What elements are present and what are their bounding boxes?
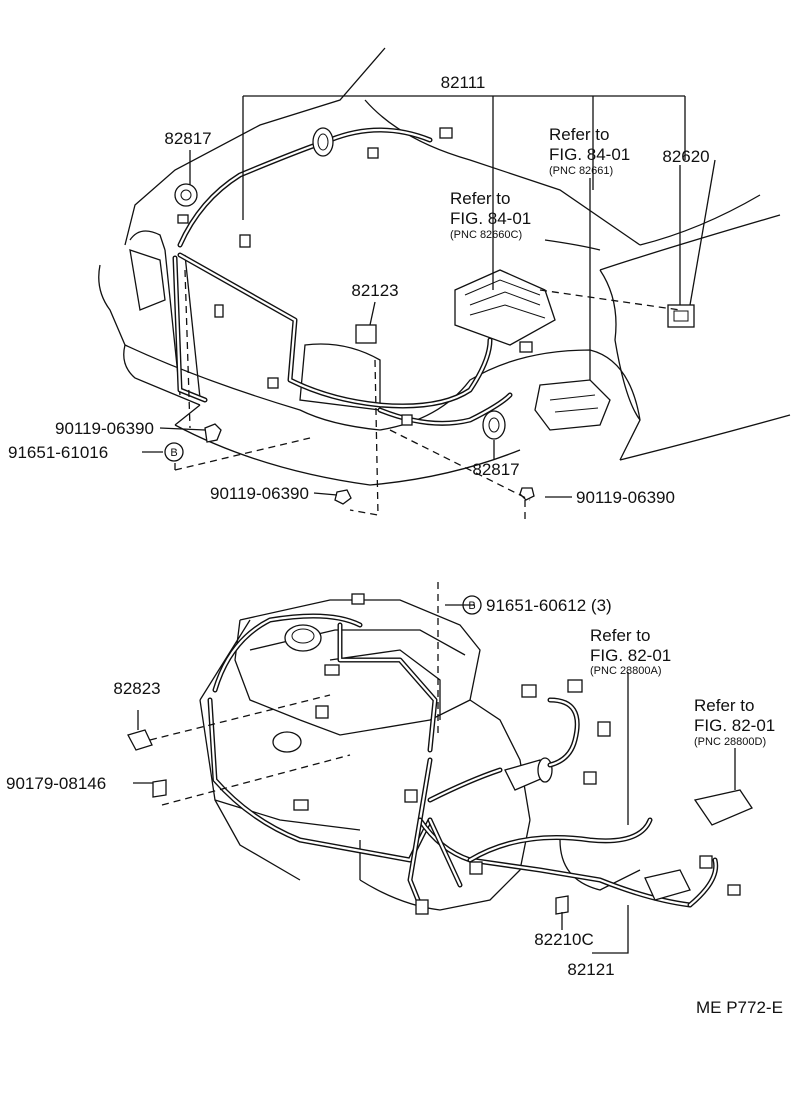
top-leaders [142, 95, 716, 520]
svg-text:(PNC 82661): (PNC 82661) [549, 165, 613, 177]
ref-note-84-01-82660c: Refer to FIG. 84-01 (PNC 82660C) [450, 189, 531, 241]
label-90179: 90179-08146 [6, 774, 106, 793]
svg-text:Refer to: Refer to [549, 125, 609, 144]
ref-note-84-01-82661: Refer to FIG. 84-01 (PNC 82661) [549, 125, 630, 177]
svg-text:Refer to: Refer to [590, 626, 650, 645]
svg-text:Refer to: Refer to [450, 189, 510, 208]
marker-b-text-bottom: B [468, 600, 475, 612]
svg-text:(PNC 28800A): (PNC 28800A) [590, 665, 662, 677]
label-91651-a: 91651-61016 [8, 443, 108, 462]
marker-b-top: B [164, 442, 184, 462]
label-82121: 82121 [567, 960, 614, 979]
label-82817-mid: 82817 [472, 460, 519, 479]
label-82817-top: 82817 [164, 129, 211, 148]
svg-text:FIG. 82-01: FIG. 82-01 [694, 716, 775, 735]
ref-note-82-01-28800a: Refer to FIG. 82-01 (PNC 28800A) [590, 626, 671, 677]
figure-code: ME P772-E [696, 998, 783, 1017]
label-82123: 82123 [351, 281, 398, 300]
bottom-leaders [133, 582, 736, 954]
label-91651-b: 91651-60612 (3) [486, 596, 612, 615]
svg-text:(PNC 28800D): (PNC 28800D) [694, 736, 766, 748]
ref-note-82-01-28800d: Refer to FIG. 82-01 (PNC 28800D) [694, 696, 775, 748]
svg-text:Refer to: Refer to [694, 696, 754, 715]
label-90119-b: 90119-06390 [210, 484, 309, 503]
svg-text:(PNC 82660C): (PNC 82660C) [450, 229, 522, 241]
marker-b-bottom: B [462, 595, 482, 615]
marker-b-text-top: B [170, 447, 177, 459]
label-82111: 82111 [441, 73, 486, 92]
label-82210c: 82210C [534, 930, 594, 949]
svg-text:FIG. 82-01: FIG. 82-01 [590, 646, 671, 665]
label-90119-c: 90119-06390 [576, 488, 675, 507]
svg-text:FIG. 84-01: FIG. 84-01 [450, 209, 531, 228]
svg-text:FIG. 84-01: FIG. 84-01 [549, 145, 630, 164]
label-90119-a: 90119-06390 [55, 419, 154, 438]
front-body-drawing [98, 47, 791, 505]
label-82823: 82823 [113, 679, 160, 698]
label-82620: 82620 [662, 147, 709, 166]
engine-drawing [127, 593, 753, 915]
